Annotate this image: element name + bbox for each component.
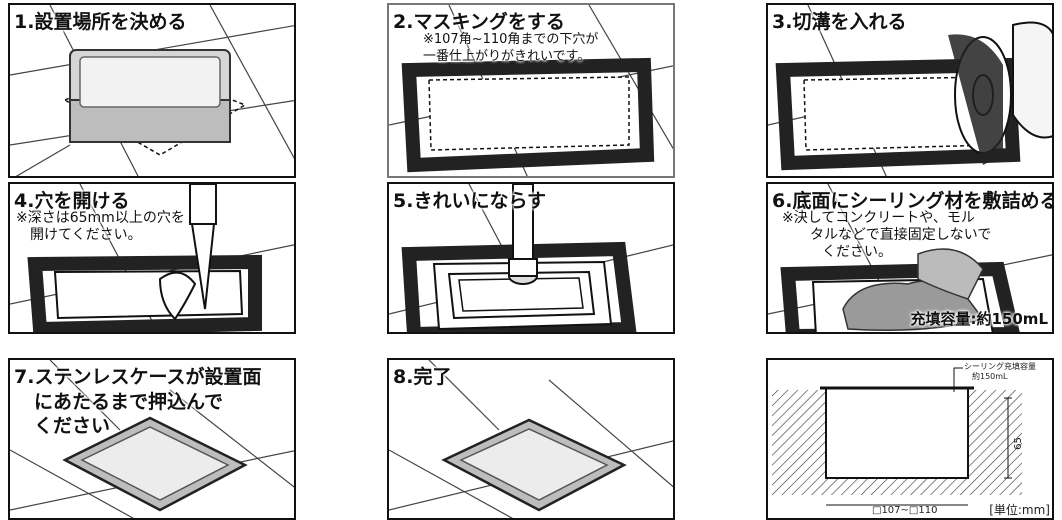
masking-tape <box>27 254 262 332</box>
step-panel-4: 4.穴を開ける ※深さは65mm以上の穴を 開けてください。 <box>8 182 296 334</box>
step-4-note: ※深さは65mm以上の穴を 開けてください。 <box>16 210 185 244</box>
step-panel-8: 8.完了 <box>387 358 675 520</box>
step-7-note-line-2: ください <box>34 415 111 437</box>
step-panel-1: 1.設置場所を決める <box>8 3 296 178</box>
step-panel-7: 7.ステンレスケースが設置面 にあたるまで押込んで ください <box>8 358 296 520</box>
depth-dimension: 65 <box>1012 437 1024 450</box>
unit-label: [単位:mm] <box>989 503 1050 517</box>
hatched-ground-left <box>772 390 826 495</box>
sealant-callout-line-1: シーリング充填容量 <box>964 362 1036 371</box>
step-panel-2: 2.マスキングをする ※107角~110角までの下穴が 一番仕上がりがきれいです… <box>387 3 675 178</box>
step-4-note-line-2: 開けてください。 <box>30 227 142 243</box>
step-2-title: 2.マスキングをする <box>393 11 565 33</box>
cutter-tool <box>948 21 1052 165</box>
step-panel-6: 6.底面にシーリング材を敷詰める ※決してコンクリートや、モル タルなどで直接固… <box>766 182 1054 334</box>
step-5-title: 5.きれいにならす <box>393 190 547 212</box>
dimension-diagram-panel: シーリング充填容量 約150mL 65 □107~□110 [単位:mm] <box>766 358 1054 520</box>
step-6-note: ※決してコンクリートや、モル タルなどで直接固定しないで ください。 <box>782 210 991 261</box>
step-panel-3: 3.切溝を入れる <box>766 3 1054 178</box>
step-2-note-line-1: ※107角~110角までの下穴が <box>423 32 599 47</box>
hatched-ground-right <box>968 390 1022 495</box>
fill-volume-label: 充填容量:約150mL <box>910 310 1049 328</box>
step-8-illustration <box>389 360 673 518</box>
step-4-title: 4.穴を開ける <box>14 190 130 212</box>
sealant-callout: シーリング充填容量 約150mL <box>964 362 1036 382</box>
step-2-note: ※107角~110角までの下穴が 一番仕上がりがきれいです。 <box>423 31 598 65</box>
step-panel-5: 5.きれいにならす <box>387 182 675 334</box>
step-6-title: 6.底面にシーリング材を敷詰める <box>772 190 1054 212</box>
step-5-illustration <box>389 184 673 332</box>
step-2-illustration <box>389 5 673 176</box>
step-8-title: 8.完了 <box>393 366 452 388</box>
step-3-title: 3.切溝を入れる <box>772 11 907 33</box>
sealant-callout-line-2: 約150mL <box>972 372 1008 381</box>
step-1-title: 1.設置場所を決める <box>14 11 187 33</box>
chisel-tool <box>158 184 217 321</box>
masking-tape <box>401 57 655 173</box>
step-1-illustration <box>10 5 294 176</box>
tamper-tool <box>508 184 538 285</box>
width-dimension: □107~□110 <box>872 505 938 516</box>
case-section <box>825 387 969 479</box>
step-6-note-line-2: タルなどで直接固定しないで <box>810 227 992 243</box>
hatched-ground-bottom <box>826 478 968 495</box>
step-7-note-line-1: にあたるまで押込んで <box>34 391 224 413</box>
step-6-illustration <box>768 184 1052 332</box>
step-7-note: にあたるまで押込んで ください <box>34 390 223 438</box>
step-7-illustration <box>10 360 294 518</box>
step-3-illustration <box>768 5 1052 176</box>
step-6-note-line-1: ※決してコンクリートや、モル <box>782 210 975 226</box>
masking-tape <box>775 57 1021 171</box>
step-7-title: 7.ステンレスケースが設置面 <box>14 366 262 388</box>
hole <box>53 269 244 320</box>
step-2-note-line-2: 一番仕上がりがきれいです。 <box>423 49 591 64</box>
step-4-note-line-1: ※深さは65mm以上の穴を <box>16 210 185 226</box>
step-6-note-line-3: ください。 <box>822 244 892 260</box>
masking-tape <box>401 241 637 332</box>
step-4-illustration <box>10 184 294 332</box>
cross-section-drawing <box>772 367 1022 506</box>
